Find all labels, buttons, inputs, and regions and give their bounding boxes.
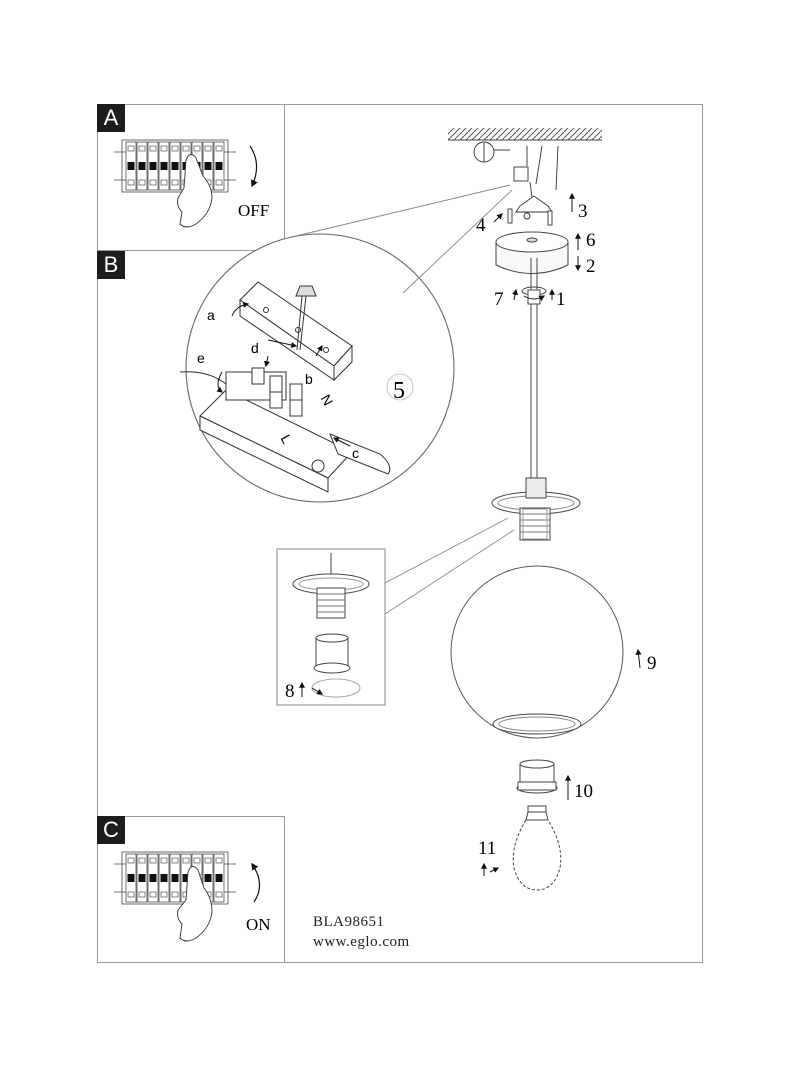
suspension-cord (521, 258, 547, 478)
step-number-3: 3 (578, 201, 588, 222)
detail-arrows (216, 301, 351, 447)
breaker-box-off (113, 139, 237, 193)
step-number-2: 2 (586, 256, 596, 277)
step-number-10: 10 (574, 781, 593, 802)
callout-c: c (352, 445, 359, 461)
ceiling-hardware (473, 141, 559, 226)
step-5-label: 5 (393, 378, 405, 404)
on-arrow-icon (251, 862, 261, 903)
terminal-block (179, 281, 391, 493)
lampholder-flange (491, 477, 581, 541)
callout-d: d (251, 340, 259, 356)
step-badge-b: B (97, 251, 125, 279)
retaining-ring (516, 759, 558, 794)
step-5-circle (386, 373, 414, 401)
hand-icon (177, 154, 213, 228)
canopy (495, 231, 569, 274)
step-number-1: 1 (556, 289, 566, 310)
step-badge-c: C (97, 816, 125, 844)
website-link[interactable]: www.eglo.com (313, 934, 410, 950)
step-number-4: 4 (476, 215, 486, 236)
ceiling-hatch (448, 128, 602, 140)
article-number: BLA98651 (313, 914, 385, 930)
on-label: ON (246, 915, 271, 934)
instruction-sheet (97, 104, 703, 963)
globe-shade (450, 565, 624, 739)
step-arrows (299, 192, 642, 876)
step-number-8: 8 (285, 681, 295, 702)
step-number-11: 11 (478, 838, 496, 859)
off-arrow-icon (249, 145, 258, 188)
callout-a: a (207, 307, 215, 323)
callout-b: b (305, 371, 313, 387)
hand-icon (177, 866, 213, 942)
breaker-box-on (113, 851, 237, 905)
step-number-6: 6 (586, 230, 596, 251)
step-number-7: 7 (494, 289, 504, 310)
off-label: OFF (238, 201, 269, 220)
light-bulb-icon (512, 805, 562, 891)
step-badge-a: A (97, 104, 125, 132)
callout-e: e (197, 350, 205, 366)
step-number-9: 9 (647, 653, 657, 674)
